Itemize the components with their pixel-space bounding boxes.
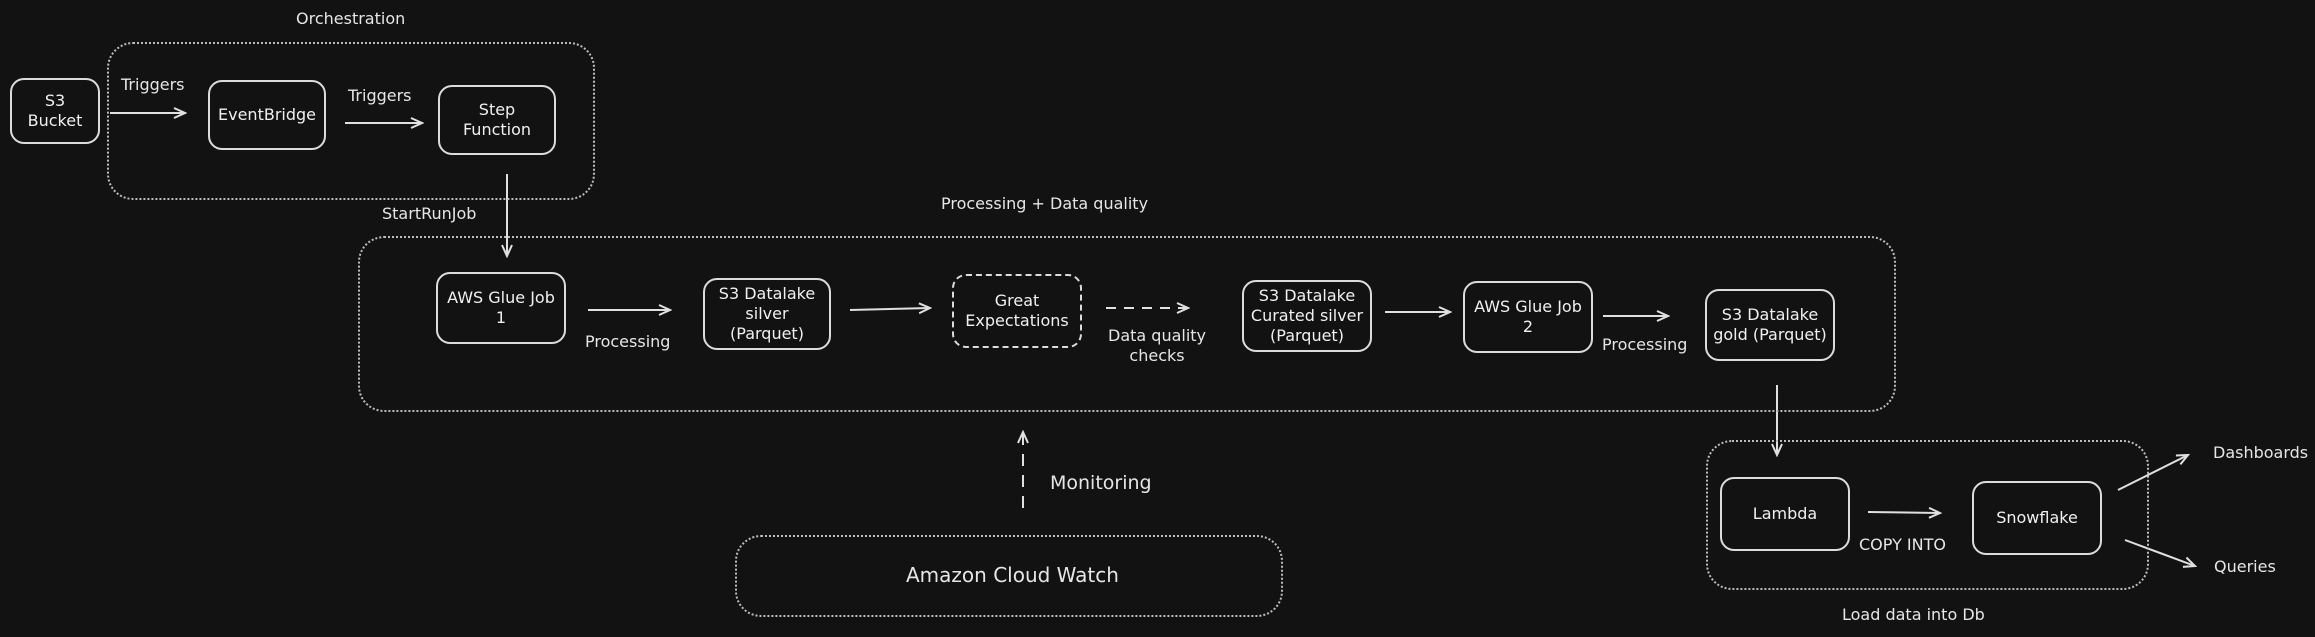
output-queries[interactable]: Queries	[2214, 557, 2276, 576]
group-processing	[358, 236, 1896, 412]
node-great-expectations[interactable]: Great Expectations	[952, 274, 1082, 348]
edge-label-data-quality-checks: Data quality checks	[1108, 326, 1207, 365]
group-orchestration	[107, 42, 595, 200]
edge-label-triggers-1: Triggers	[121, 75, 185, 94]
edge-label-monitoring: Monitoring	[1050, 472, 1152, 494]
edge-label-triggers-2: Triggers	[348, 86, 412, 105]
group-title-processing: Processing + Data quality	[941, 194, 1149, 213]
edge-label-processing-2: Processing	[1602, 335, 1688, 354]
edge-label-start-run-job: StartRunJob	[382, 204, 477, 223]
node-s3-silver[interactable]: S3 Datalake silver (Parquet)	[703, 278, 831, 350]
group-title-load: Load data into Db	[1842, 605, 1985, 624]
edge-label-processing-1: Processing	[585, 332, 671, 351]
node-s3-curated-silver[interactable]: S3 Datalake Curated silver (Parquet)	[1242, 280, 1372, 352]
node-lambda[interactable]: Lambda	[1720, 477, 1850, 551]
node-glue-job-1[interactable]: AWS Glue Job 1	[436, 272, 566, 344]
node-s3-bucket[interactable]: S3 Bucket	[10, 78, 100, 144]
edge-label-copy-into: COPY INTO	[1859, 535, 1946, 554]
node-snowflake[interactable]: Snowflake	[1972, 481, 2102, 555]
edge-snowflake-to-dashboards	[2117, 455, 2188, 491]
edge-lambda-to-snowflake	[1867, 512, 1940, 513]
node-glue-job-2[interactable]: AWS Glue Job 2	[1463, 281, 1593, 353]
node-eventbridge[interactable]: EventBridge	[208, 80, 326, 150]
node-cloudwatch-label[interactable]: Amazon Cloud Watch	[906, 563, 1119, 587]
node-s3-gold[interactable]: S3 Datalake gold (Parquet)	[1705, 289, 1835, 361]
edge-silver-to-ge	[849, 308, 930, 310]
edge-snowflake-to-queries	[2124, 539, 2195, 566]
group-title-orchestration: Orchestration	[296, 9, 406, 28]
output-dashboards[interactable]: Dashboards	[2213, 443, 2309, 462]
group-load	[1706, 440, 2149, 590]
node-step-function[interactable]: Step Function	[438, 85, 556, 155]
group-cloudwatch	[735, 535, 1283, 617]
